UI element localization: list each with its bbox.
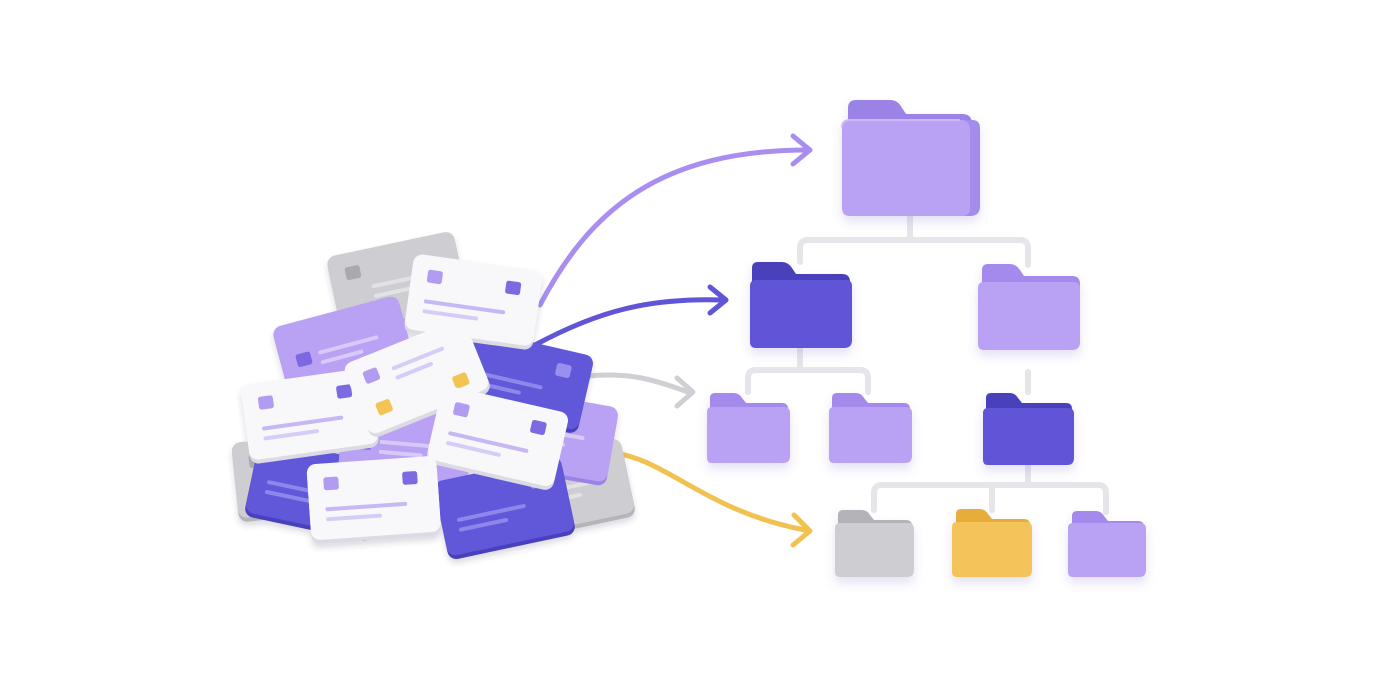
tree-connectors xyxy=(745,212,1109,515)
folder-yellow-icon xyxy=(952,509,1032,577)
arrow-yellow xyxy=(602,449,813,548)
folder-dark-icon xyxy=(750,262,852,348)
arrow-dark-purple xyxy=(532,284,729,348)
arrow-gray xyxy=(585,372,696,409)
folder-light-icon xyxy=(978,264,1080,350)
folder-light-icon xyxy=(1068,511,1146,577)
folder-gray-icon xyxy=(835,510,914,577)
card xyxy=(306,455,442,545)
root-folder-icon xyxy=(841,100,980,216)
folder-dark-icon xyxy=(983,393,1074,465)
arrow-light-purple xyxy=(537,133,813,308)
folder-light-icon xyxy=(707,393,790,463)
card-pile xyxy=(230,230,637,561)
folder-light-icon xyxy=(829,393,912,463)
